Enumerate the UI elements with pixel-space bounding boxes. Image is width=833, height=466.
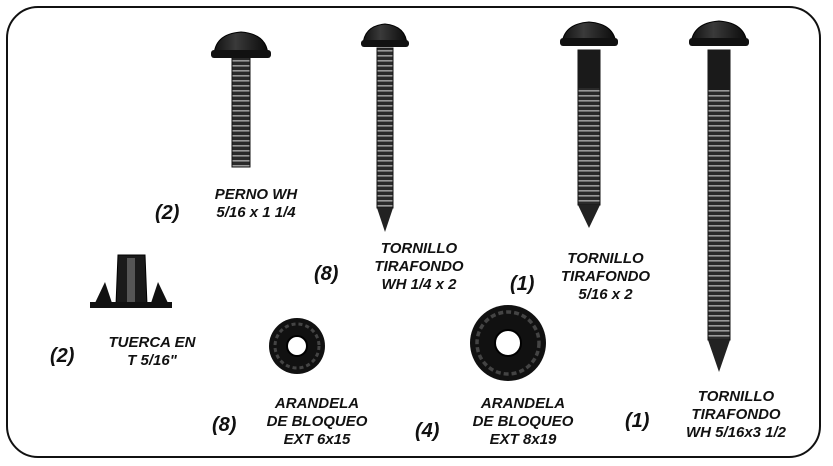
tornillo-516x2-qty: (1) bbox=[510, 273, 535, 295]
tuerca-label-line1: TUERCA EN bbox=[108, 334, 196, 351]
arandela-6x15-line1: ARANDELA bbox=[274, 395, 360, 412]
tornillo-516x312-line3: WH 5/16x3 1/2 bbox=[685, 424, 787, 441]
tornillo-516x312-qty: (1) bbox=[625, 410, 650, 432]
arandela-8x19-icon bbox=[470, 305, 546, 381]
tuerca-label-line2: T 5/16" bbox=[127, 352, 177, 369]
tornillo-14x2-line2: TIRAFONDO bbox=[374, 258, 464, 275]
perno-wh-icon bbox=[211, 31, 271, 168]
arandela-8x19-label: ARANDELA DE BLOQUEO EXT 8x19 bbox=[458, 395, 588, 449]
tornillo-516x312-label: TORNILLO TIRAFONDO WH 5/16x3 1/2 bbox=[676, 388, 796, 442]
perno-label: PERNO WH 5/16 x 1 1/4 bbox=[203, 186, 309, 222]
tornillo-14x2-label: TORNILLO TIRAFONDO WH 1/4 x 2 bbox=[368, 240, 470, 294]
arandela-8x19-line2: DE BLOQUEO bbox=[472, 413, 574, 430]
tornillo-516x2-line3: 5/16 x 2 bbox=[578, 286, 633, 303]
arandela-6x15-line2: DE BLOQUEO bbox=[266, 413, 368, 430]
tornillo-14x2-icon bbox=[361, 23, 409, 232]
tornillo-14x2-line1: TORNILLO bbox=[380, 240, 458, 257]
tornillo-516x2-icon bbox=[560, 21, 618, 228]
tornillo-516x312-line2: TIRAFONDO bbox=[691, 406, 781, 423]
arandela-8x19-line3: EXT 8x19 bbox=[489, 431, 557, 448]
tornillo-516x2-label: TORNILLO TIRAFONDO 5/16 x 2 bbox=[558, 250, 653, 304]
tuerca-qty: (2) bbox=[50, 345, 75, 367]
diagram-frame bbox=[6, 6, 821, 458]
perno-label-line2: 5/16 x 1 1/4 bbox=[216, 204, 296, 221]
perno-qty: (2) bbox=[155, 202, 180, 224]
perno-label-line1: PERNO WH bbox=[214, 186, 298, 203]
tornillo-516x2-line2: TIRAFONDO bbox=[560, 268, 651, 285]
tornillo-14x2-qty: (8) bbox=[314, 263, 339, 285]
arandela-8x19-line1: ARANDELA bbox=[480, 395, 566, 412]
arandela-6x15-label: ARANDELA DE BLOQUEO EXT 6x15 bbox=[252, 395, 382, 449]
arandela-8x19-qty: (4) bbox=[415, 420, 440, 442]
arandela-6x15-icon bbox=[269, 318, 325, 374]
tornillo-516x312-icon bbox=[689, 20, 749, 372]
arandela-6x15-qty: (8) bbox=[212, 414, 237, 436]
tornillo-14x2-line3: WH 1/4 x 2 bbox=[381, 276, 457, 293]
tuerca-en-t-icon bbox=[90, 254, 172, 308]
tornillo-516x2-line1: TORNILLO bbox=[567, 250, 644, 267]
tornillo-516x312-line1: TORNILLO bbox=[697, 388, 775, 405]
tuerca-label: TUERCA EN T 5/16" bbox=[99, 334, 205, 370]
arandela-6x15-line3: EXT 6x15 bbox=[283, 431, 351, 448]
